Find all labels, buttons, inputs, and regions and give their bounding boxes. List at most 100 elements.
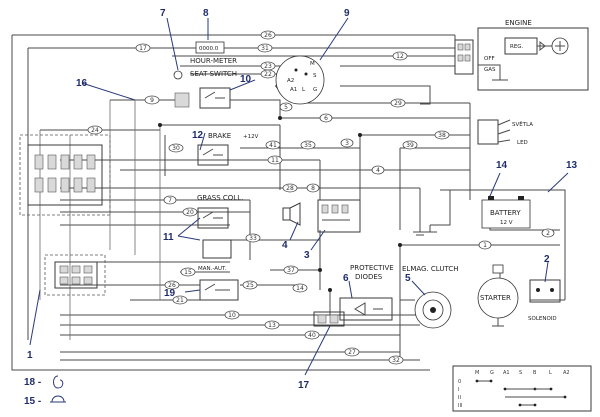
wire-tag-26: 26	[260, 30, 276, 40]
wire-number: 29	[394, 100, 402, 107]
callout-9: 9	[344, 8, 350, 19]
man-aut-label: MAN.-AUT.	[198, 266, 227, 272]
seat-switch-contact	[204, 91, 225, 99]
callout-13: 13	[566, 160, 578, 171]
wire-tag-22: 22	[260, 69, 276, 79]
diode-icon	[354, 302, 366, 316]
engine-connector	[454, 39, 474, 75]
wire-tag-12: 12	[392, 51, 408, 61]
wire-tag-27: 27	[344, 347, 360, 357]
brake-switch: BRAKE +12V	[197, 132, 259, 166]
wire-number: 20	[186, 209, 194, 216]
plus12v-label: +12V	[243, 134, 259, 140]
wire-number: 9	[150, 97, 154, 104]
callout-10: 10	[240, 74, 252, 85]
seat-switch-body	[199, 87, 231, 109]
switch-row-2: II	[458, 395, 461, 401]
battery-label: BATTERY	[490, 209, 521, 217]
wire-number: 1	[483, 242, 487, 249]
starter-motor: STARTER	[477, 264, 519, 327]
engine-gas-label: GAS	[484, 67, 496, 73]
callout-4: 4	[282, 240, 288, 251]
wire-tag-17: 17	[135, 43, 151, 53]
wire-number: 23	[264, 63, 272, 70]
wire-number: 25	[246, 282, 254, 289]
wire-tag-10: 10	[224, 310, 240, 320]
relay-17	[313, 311, 345, 327]
relay-block	[317, 199, 361, 233]
wire-number: 41	[269, 142, 277, 149]
wire-tag-6: 6	[319, 113, 333, 123]
switch-row-0: 0	[458, 379, 461, 385]
switch-position-table: M G A1 S B L A2 0 I II III	[452, 365, 592, 412]
wire-engine-gas	[340, 85, 431, 105]
seat-switch: SEAT SWITCH	[173, 70, 237, 109]
wire-number: 6	[324, 115, 328, 122]
wire-tag-33: 33	[245, 233, 261, 243]
switch-row-3: III	[458, 403, 462, 409]
battery: BATTERY 12 V	[481, 196, 531, 229]
callout-numbers: 1 2 3 4 5 6 7 8 9 10 11 12 13 14 16 17 1…	[27, 8, 578, 391]
regulator-label: REG.	[510, 44, 524, 50]
wire-tag-41: 41	[265, 140, 281, 150]
switch-col-s: S	[519, 370, 522, 376]
ground-icon	[413, 225, 427, 236]
seat-switch-connector	[174, 92, 190, 108]
wire-tag-38: 38	[434, 130, 450, 140]
starter-label: STARTER	[480, 294, 511, 302]
wire-number: 5	[284, 104, 288, 111]
generator-symbol	[555, 41, 565, 51]
grass-coll-lower	[202, 239, 232, 259]
protective-diodes-label-1: PROTECTIVE	[350, 264, 394, 272]
wire-tag-37: 37	[283, 265, 299, 275]
horn	[282, 202, 301, 226]
switch-col-l: L	[549, 370, 552, 376]
wire-number: 15	[184, 269, 192, 276]
wire-number: 37	[287, 267, 295, 274]
protective-diodes: PROTECTIVE DIODES	[339, 264, 394, 321]
wire-tag-29: 29	[390, 98, 406, 108]
diodes-body	[339, 297, 393, 321]
grass-coll-label: GRASS COLL.	[197, 194, 243, 202]
solenoid: SOLENOID	[528, 279, 561, 322]
seat-switch-label: SEAT SWITCH	[190, 70, 237, 78]
ignition-switch: M S A2 A1 L G	[275, 55, 325, 105]
engine-frame	[477, 27, 589, 91]
wire-tag-3: 3	[340, 138, 354, 148]
wire-number: 24	[91, 127, 99, 134]
wire-tag-8: 8	[306, 183, 320, 193]
callout-1: 1	[27, 350, 33, 361]
wire-tag-4: 4	[371, 165, 385, 175]
switch-table-frame	[452, 365, 592, 412]
wire-number: 12	[396, 53, 404, 60]
engine-label: ENGINE	[505, 19, 532, 27]
wire-number: 10	[228, 312, 236, 319]
wire-tag-11: 11	[267, 155, 283, 165]
relay-body	[317, 199, 361, 233]
wire-left-outer	[11, 35, 430, 371]
wire-tag-24: 24	[87, 125, 103, 135]
terminal-g: G	[313, 87, 317, 93]
wire-seat-out	[230, 99, 281, 118]
diode-symbol-icon	[539, 40, 546, 52]
elmag-clutch-label: ELMAG. CLUTCH	[402, 265, 458, 273]
switch-col-a2: A2	[563, 370, 570, 376]
lights-connector	[477, 119, 499, 145]
ignition-switch-body	[275, 55, 325, 105]
callout-8: 8	[203, 8, 209, 19]
switch-col-b: B	[533, 370, 537, 376]
wire-tag-30: 30	[168, 143, 184, 153]
wire-number: 22	[264, 71, 272, 78]
brake-switch-contact	[202, 148, 223, 156]
callout-5: 5	[405, 273, 411, 284]
wire-number: 3	[345, 140, 349, 147]
wire-number: 33	[249, 235, 257, 242]
wire-tags: 26 17 31 12 23 22 18 9	[87, 30, 555, 365]
elmag-clutch: ELMAG. CLUTCH	[400, 265, 458, 329]
callout-17: 17	[298, 380, 310, 391]
engine-off-label: OFF	[484, 56, 495, 62]
switch-col-g: G	[490, 370, 494, 376]
wire-tag-5: 5	[279, 102, 293, 112]
callout-12: 12	[192, 130, 204, 141]
junctions	[158, 116, 402, 292]
